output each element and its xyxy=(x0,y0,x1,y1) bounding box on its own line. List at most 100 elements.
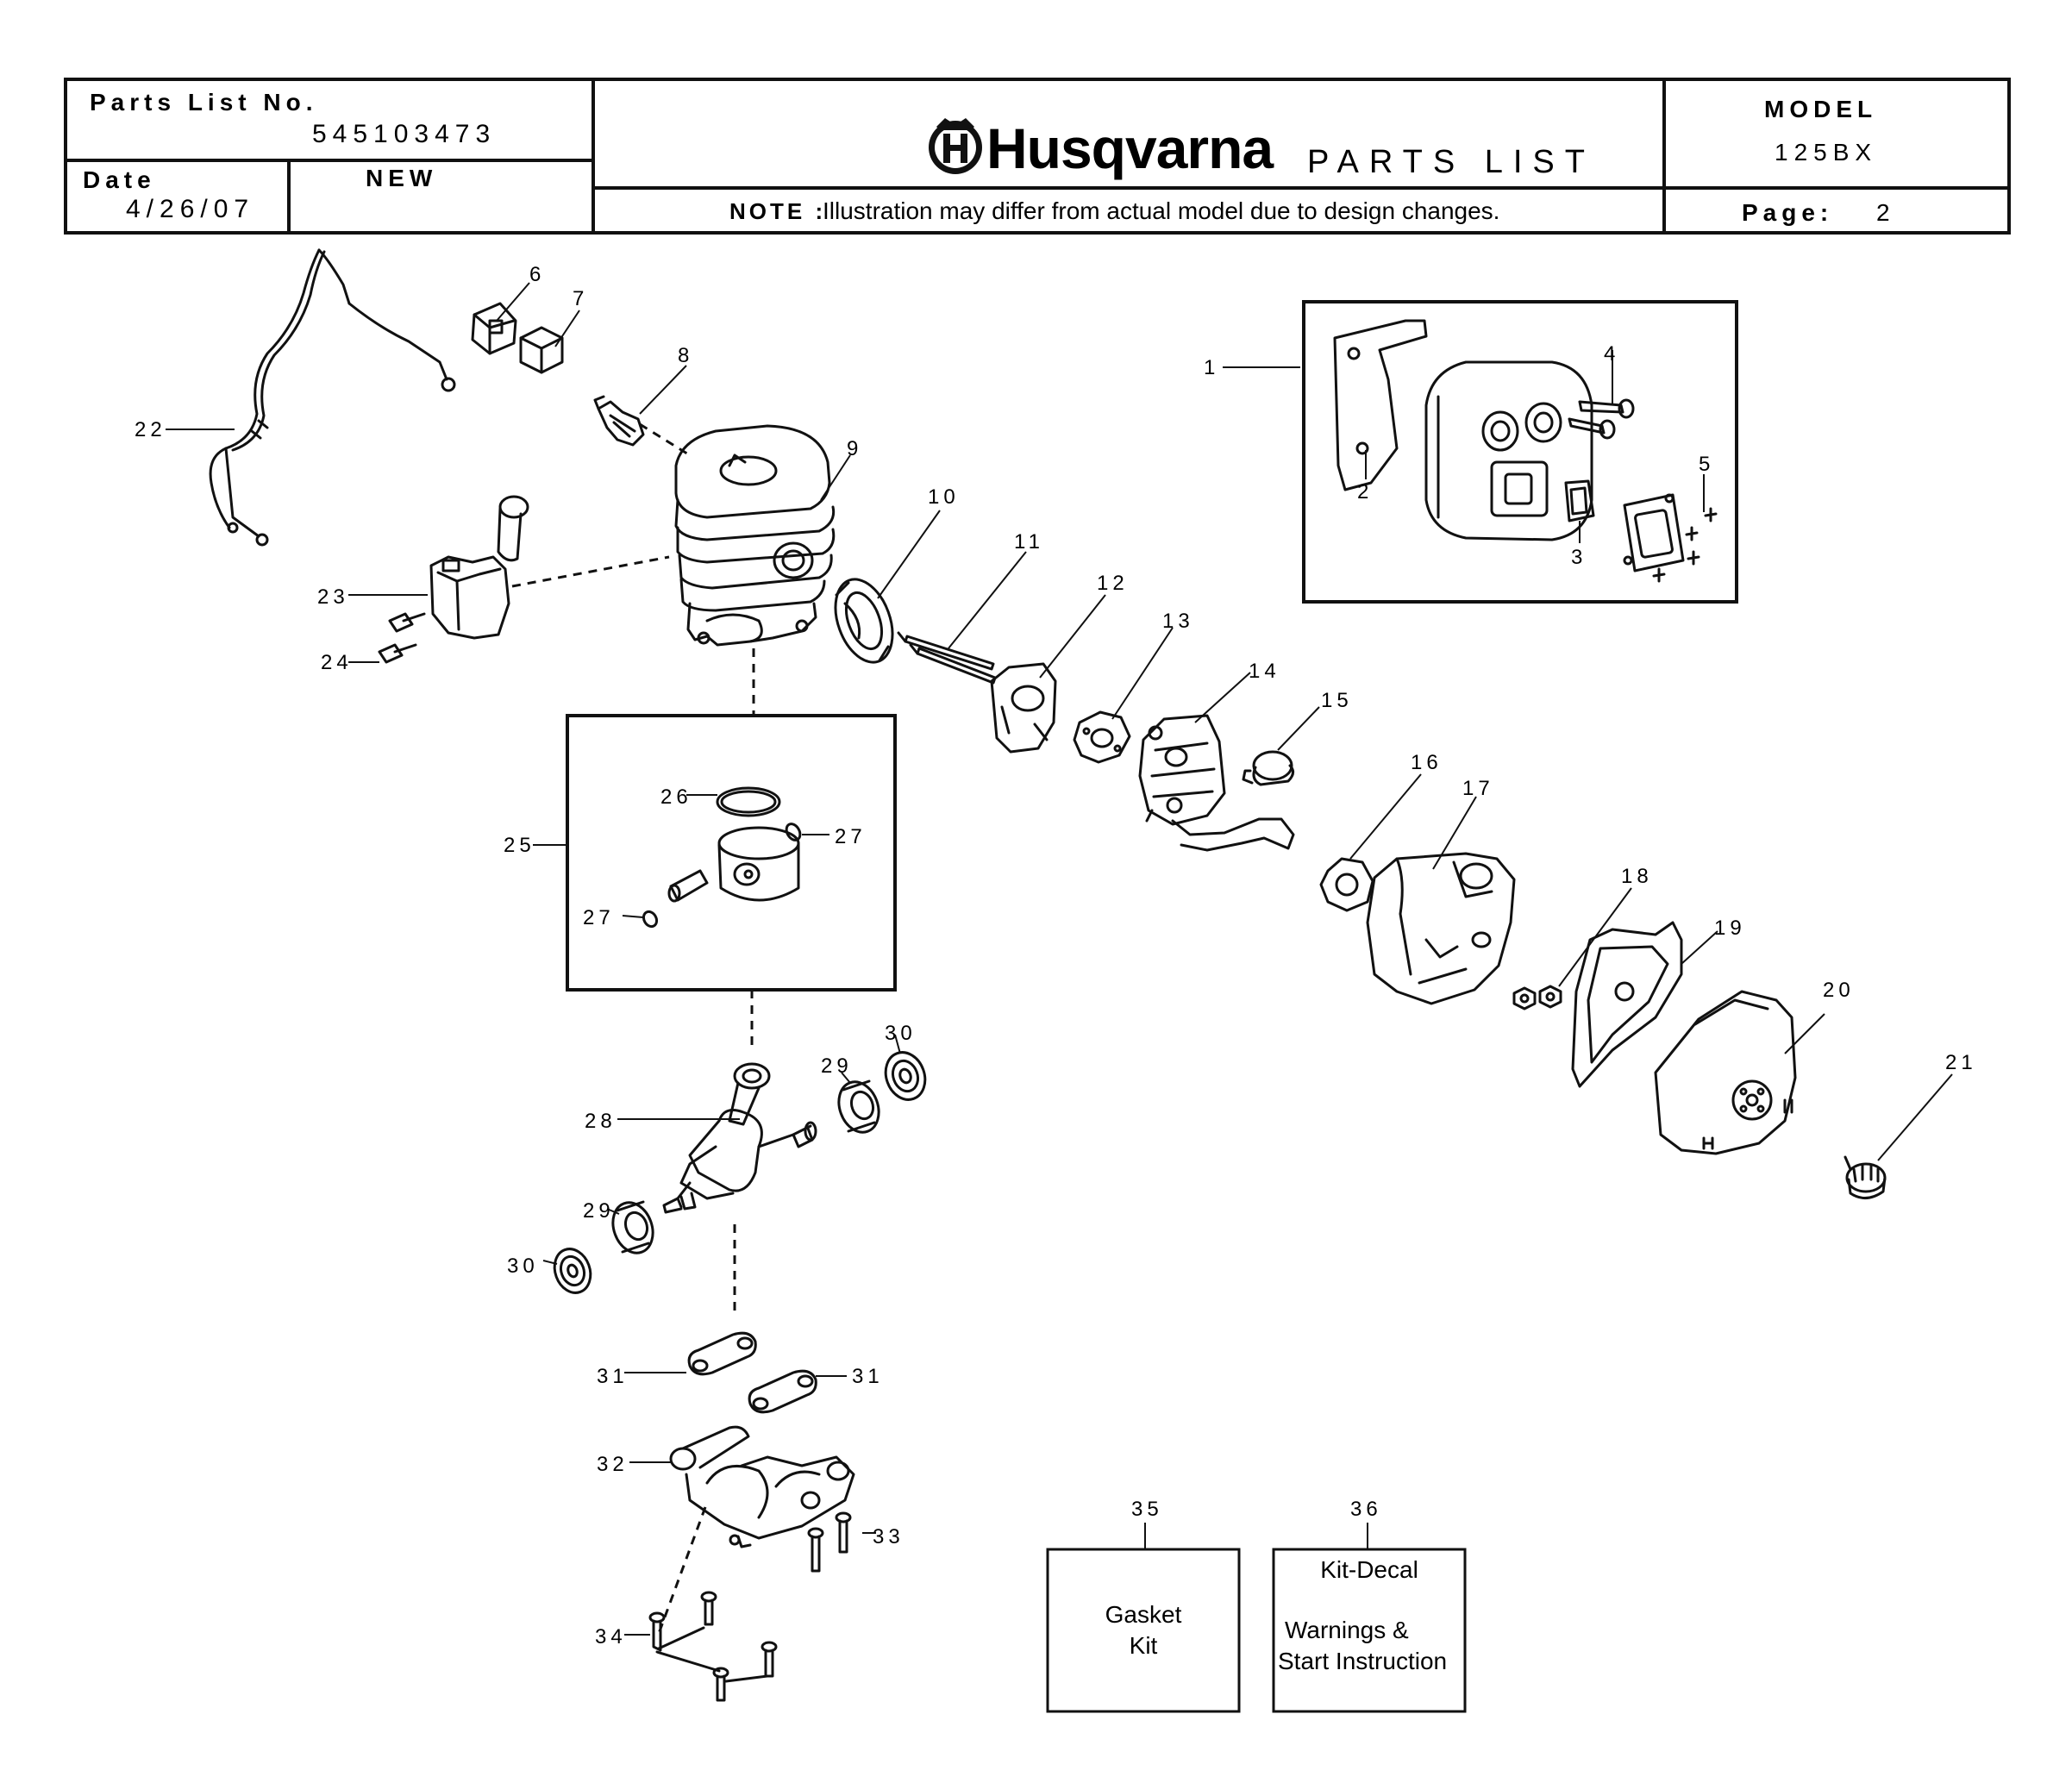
carburetor-gasket-part xyxy=(1073,710,1131,764)
crankshaft-bearing-lower-part xyxy=(611,1200,654,1254)
callout-27b: 27 xyxy=(583,906,615,929)
callout-7: 7 xyxy=(573,287,588,310)
decal-kit-line1: Warnings & xyxy=(1285,1617,1409,1643)
switch-button-part xyxy=(519,326,564,374)
stop-switch-part xyxy=(471,302,517,355)
parts-list-title: PARTS LIST xyxy=(1307,144,1595,180)
callout-21: 21 xyxy=(1945,1051,1977,1074)
piston-kit-box xyxy=(566,714,897,992)
callout-17: 17 xyxy=(1462,777,1494,800)
callout-1: 1 xyxy=(1204,356,1219,379)
callout-32: 32 xyxy=(597,1453,629,1476)
callout-4: 4 xyxy=(1604,342,1619,366)
crankshaft-part xyxy=(662,1062,817,1214)
spark-plug-part xyxy=(593,395,645,447)
gasket-kit-line2: Kit xyxy=(1130,1632,1158,1659)
crankcase-gasket-lower-part xyxy=(748,1369,817,1414)
muffler-bolts-part xyxy=(1568,398,1635,440)
cylinder-part xyxy=(674,424,836,647)
callout-28: 28 xyxy=(585,1110,617,1133)
muffler-body-part xyxy=(1424,360,1593,541)
callout-numbers: 1 2 3 4 5 6 7 8 9 10 11 12 13 14 15 16 1… xyxy=(135,263,1977,1648)
crankshaft-seal-lower-part xyxy=(553,1248,592,1294)
carburetor-adapter-part xyxy=(990,662,1057,754)
piston-part xyxy=(717,826,800,902)
callout-25: 25 xyxy=(504,834,535,857)
callout-36: 36 xyxy=(1350,1498,1382,1521)
decal-kit-title: Kit-Decal xyxy=(1320,1556,1418,1583)
callout-16: 16 xyxy=(1411,751,1443,774)
cover-knob-part xyxy=(1844,1155,1887,1199)
status-new: NEW xyxy=(366,165,437,191)
date-label: Date xyxy=(83,166,156,193)
husqvarna-crown-logo-icon xyxy=(929,118,982,174)
callout-19: 19 xyxy=(1714,917,1746,940)
muffler-group-box xyxy=(1302,300,1738,604)
module-screws-part xyxy=(378,612,426,664)
air-filter-element-part xyxy=(1571,921,1683,1088)
callout-23: 23 xyxy=(317,585,349,609)
callout-31a: 31 xyxy=(597,1365,629,1388)
gasket-kit-line1: Gasket xyxy=(1105,1601,1182,1628)
note-label: NOTE : xyxy=(729,198,826,224)
carburetor-bolts-part xyxy=(897,631,997,685)
crankcase-part xyxy=(669,1425,855,1548)
piston-ring-part xyxy=(716,786,781,817)
callout-12: 12 xyxy=(1097,572,1129,595)
crankshaft-seal-upper-part xyxy=(884,1051,927,1101)
page-label: Page: xyxy=(1742,199,1833,226)
heat-shield-part xyxy=(1333,319,1428,491)
spark-arrestor-part xyxy=(1623,493,1685,572)
page-value: 2 xyxy=(1876,199,1896,226)
arrestor-screws-part xyxy=(1652,507,1718,583)
callout-31b: 31 xyxy=(852,1365,884,1388)
header-table xyxy=(64,78,2011,235)
crankcase-gasket-upper-part xyxy=(687,1331,757,1376)
callout-29b: 29 xyxy=(583,1199,615,1223)
callout-24: 24 xyxy=(321,651,353,674)
gasket-kit-box xyxy=(1046,1548,1241,1713)
callout-30b: 30 xyxy=(507,1254,539,1278)
decal-kit-box xyxy=(1272,1548,1467,1713)
brand-name: Husqvarna xyxy=(986,116,1274,180)
primer-bulb-part xyxy=(1242,750,1294,786)
model-value: 125BX xyxy=(1775,139,1877,166)
decal-kit-line2: Start Instruction xyxy=(1278,1648,1447,1674)
callout-27a: 27 xyxy=(835,825,867,848)
callout-22: 22 xyxy=(135,418,166,441)
air-filter-base-part xyxy=(1366,852,1516,1005)
ignition-module-part xyxy=(429,495,529,640)
piston-pin-part xyxy=(667,869,709,903)
callout-3: 3 xyxy=(1571,546,1587,569)
callout-33: 33 xyxy=(873,1525,905,1548)
callout-15: 15 xyxy=(1321,689,1353,712)
carburetor-part xyxy=(1138,714,1295,852)
callout-35: 35 xyxy=(1131,1498,1163,1521)
callout-26: 26 xyxy=(660,785,692,809)
callout-29a: 29 xyxy=(821,1054,853,1078)
callout-34: 34 xyxy=(595,1625,627,1648)
callout-10: 10 xyxy=(928,485,960,509)
callout-30a: 30 xyxy=(885,1022,917,1045)
crankcase-screws-bottom-part xyxy=(648,1591,778,1702)
muffler-gasket-part xyxy=(1564,479,1595,522)
parts-list-label: Parts List No. xyxy=(90,89,317,116)
intake-boot-part xyxy=(834,578,894,664)
callout-18: 18 xyxy=(1621,865,1653,888)
callout-9: 9 xyxy=(847,437,862,460)
date-value: 4/26/07 xyxy=(126,195,254,223)
crankshaft-bearing-upper-part xyxy=(837,1079,880,1134)
callout-leader-lines xyxy=(166,282,1953,1636)
parts-list-number: 545103473 xyxy=(312,120,496,148)
crankcase-screws-right-part xyxy=(807,1511,852,1573)
callout-8: 8 xyxy=(678,344,693,367)
air-filter-cover-part xyxy=(1654,990,1797,1155)
note-text: Illustration may differ from actual mode… xyxy=(823,197,1499,224)
piston-pin-retainers-part xyxy=(642,823,802,929)
callout-11: 11 xyxy=(1014,530,1044,554)
callout-5: 5 xyxy=(1699,453,1714,476)
air-filter-nuts-part xyxy=(1512,985,1562,1010)
callout-6: 6 xyxy=(529,263,545,286)
callout-14: 14 xyxy=(1249,660,1280,683)
